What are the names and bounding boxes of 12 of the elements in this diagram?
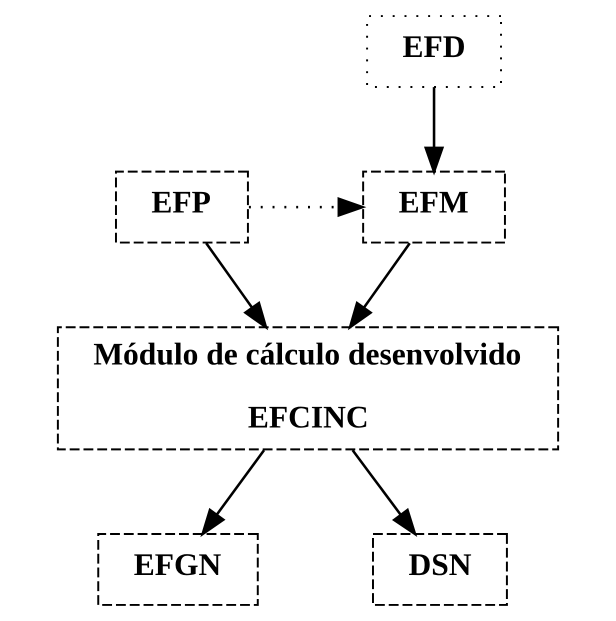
arrow — [205, 242, 268, 330]
arrow — [248, 197, 366, 218]
node-box: EFM — [362, 170, 506, 244]
node-box: EFD — [366, 15, 502, 88]
arrow — [352, 450, 418, 538]
node-box: DSN — [372, 533, 508, 606]
node-box: Módulo de cálculo desenvolvido EFCINC — [56, 326, 560, 450]
node-box: EFP — [115, 170, 249, 244]
arrow — [424, 87, 444, 176]
arrow — [348, 242, 411, 330]
arrow — [200, 450, 266, 538]
node-box: EFGN — [97, 533, 259, 606]
